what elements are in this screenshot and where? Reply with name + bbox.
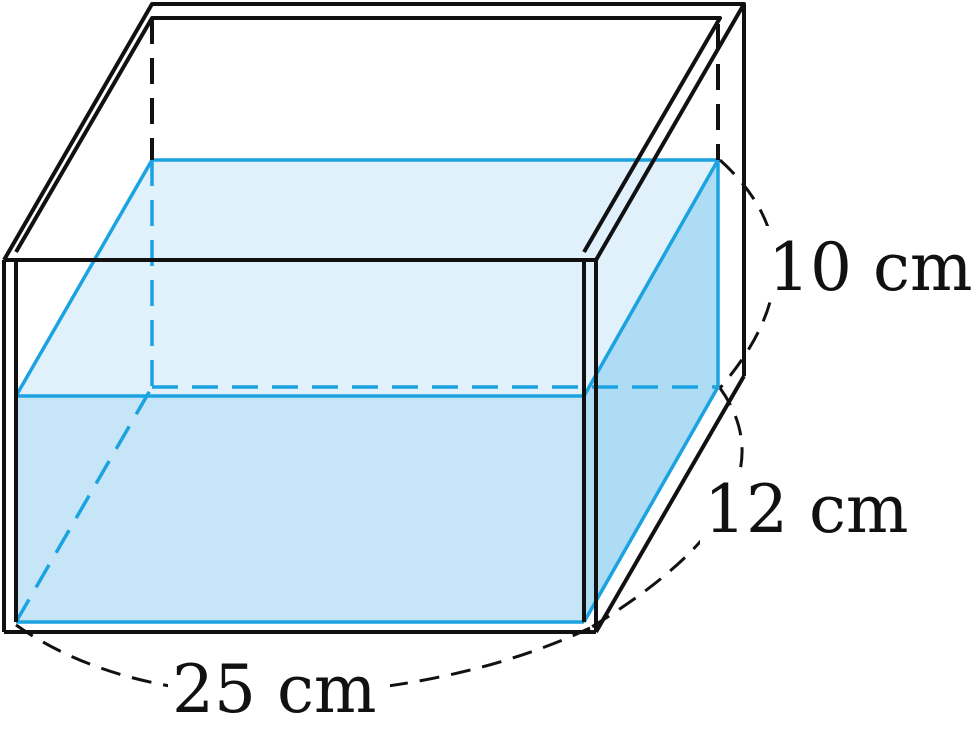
width-dimension-arc-left	[15, 623, 171, 688]
water-front-face	[16, 396, 584, 622]
depth-dimension-arc	[589, 387, 744, 630]
water	[14, 158, 720, 624]
water-top-face	[16, 160, 718, 396]
depth-label: 12 cm	[704, 471, 909, 548]
tank-top-rim-inner	[14, 16, 722, 254]
dimension-markers	[15, 158, 777, 688]
width-dimension-arc-right	[387, 626, 591, 688]
water-side-face	[584, 160, 718, 622]
tank-bottom-right-edge	[594, 374, 746, 634]
water-bottom-side-edge	[582, 386, 720, 623]
tank-hidden-edges	[14, 18, 720, 396]
dimension-labels: 10 cm 12 cm 25 cm	[168, 226, 976, 728]
height-dimension-arc	[718, 158, 777, 389]
width-label: 25 cm	[172, 651, 377, 728]
height-label: 10 cm	[768, 229, 973, 306]
water-hidden-bottom-left-edge	[14, 386, 154, 623]
